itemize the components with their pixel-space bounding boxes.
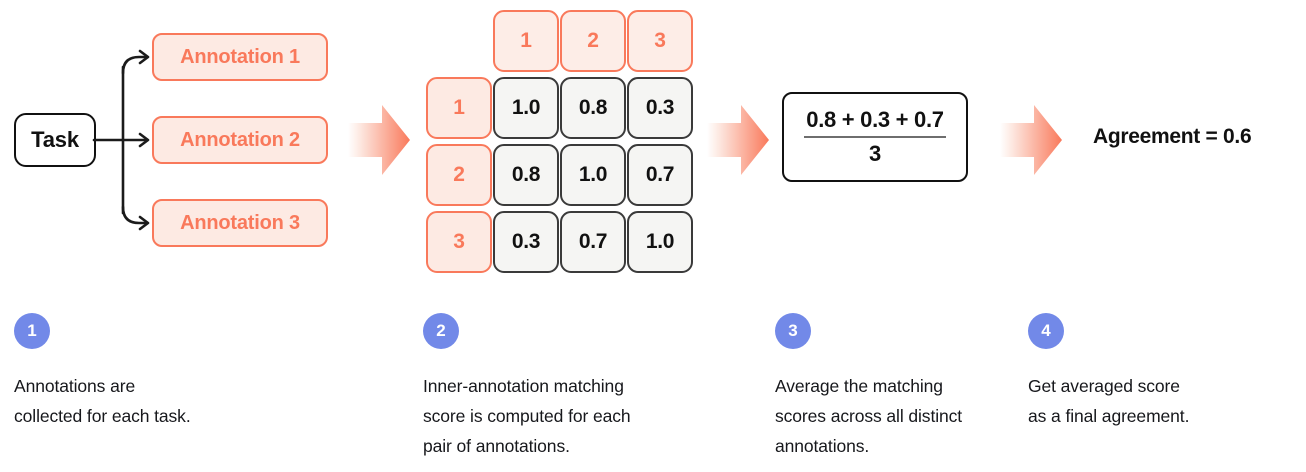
step-4-badge: 4 xyxy=(1028,313,1064,349)
formula-fraction-bar xyxy=(804,136,946,138)
flow-arrow-2-icon xyxy=(707,105,769,175)
flow-arrow-3-icon xyxy=(1000,105,1062,175)
agreement-result: Agreement = 0.6 xyxy=(1093,125,1252,148)
formula-denominator: 3 xyxy=(869,141,881,166)
step-2: 2 Inner-annotation matching score is com… xyxy=(423,313,708,461)
branch-connectors xyxy=(92,49,150,231)
matrix-cell-2-2: 1.0 xyxy=(560,144,626,206)
annotation-box-1: Annotation 1 xyxy=(152,33,328,81)
annotation-label-2: Annotation 2 xyxy=(180,128,300,151)
task-label: Task xyxy=(31,127,79,152)
step-4-text: Get averaged score as a final agreement. xyxy=(1028,376,1190,426)
matrix-row-label-1: 1 xyxy=(426,77,492,139)
annotation-box-3: Annotation 3 xyxy=(152,199,328,247)
step-3-badge: 3 xyxy=(775,313,811,349)
matrix-cell-3-1: 0.3 xyxy=(493,211,559,273)
matrix-cell-3-2: 0.7 xyxy=(560,211,626,273)
arrowhead-middle-icon xyxy=(138,132,150,148)
flow-arrow-1-icon xyxy=(348,105,410,175)
annotation-box-2: Annotation 2 xyxy=(152,116,328,164)
annotation-label-3: Annotation 3 xyxy=(180,211,300,234)
step-1: 1 Annotations are collected for each tas… xyxy=(14,313,264,431)
arrowhead-bottom-icon xyxy=(138,215,150,231)
step-2-text: Inner-annotation matching score is compu… xyxy=(423,376,631,456)
agreement-matrix: 1 2 3 1 2 3 1.0 0.8 0.3 0.8 1.0 0.7 0.3 … xyxy=(426,10,694,273)
matrix-col-header-2: 2 xyxy=(560,10,626,72)
matrix-cell-3-3: 1.0 xyxy=(627,211,693,273)
matrix-cell-2-1: 0.8 xyxy=(493,144,559,206)
step-1-badge: 1 xyxy=(14,313,50,349)
step-1-text: Annotations are collected for each task. xyxy=(14,376,191,426)
matrix-col-header-3: 3 xyxy=(627,10,693,72)
formula-numerator: 0.8 + 0.3 + 0.7 xyxy=(806,107,944,132)
average-formula-box: 0.8 + 0.3 + 0.7 3 xyxy=(782,92,968,182)
matrix-col-header-1: 1 xyxy=(493,10,559,72)
matrix-cell-1-1: 1.0 xyxy=(493,77,559,139)
connector-branch-bottom xyxy=(121,205,148,225)
annotation-label-1: Annotation 1 xyxy=(180,45,300,68)
step-4: 4 Get averaged score as a final agreemen… xyxy=(1028,313,1288,431)
step-2-badge: 2 xyxy=(423,313,459,349)
task-node: Task xyxy=(14,113,96,167)
connector-branch-top xyxy=(121,55,148,75)
matrix-cell-1-3: 0.3 xyxy=(627,77,693,139)
matrix-cell-1-2: 0.8 xyxy=(560,77,626,139)
arrowhead-top-icon xyxy=(138,49,150,65)
matrix-row-label-2: 2 xyxy=(426,144,492,206)
step-3-text: Average the matching scores across all d… xyxy=(775,376,963,456)
step-3: 3 Average the matching scores across all… xyxy=(775,313,1025,461)
matrix-row-label-3: 3 xyxy=(426,211,492,273)
matrix-cell-2-3: 0.7 xyxy=(627,144,693,206)
